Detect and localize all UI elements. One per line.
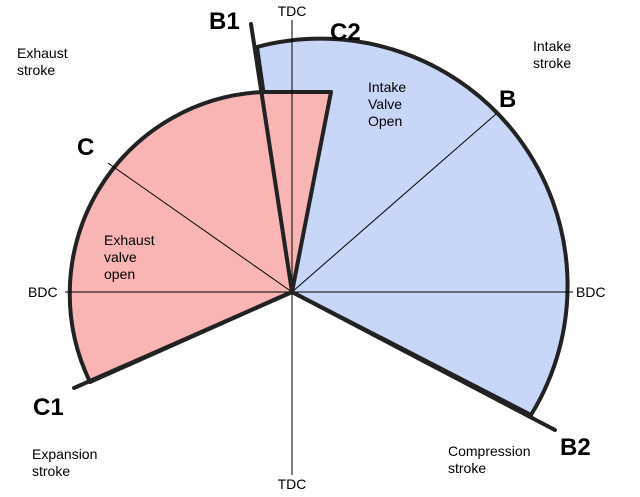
axis-lines <box>65 20 573 475</box>
c1-timing-line <box>72 290 294 390</box>
point-b1-label: B1 <box>209 8 240 35</box>
exhaust-valve-open-sector <box>67 90 333 384</box>
tdc-top-label: TDC <box>278 3 307 19</box>
guide-line-c <box>107 162 293 293</box>
exhaust-stroke-label: Exhaust stroke <box>17 45 71 78</box>
intake-stroke-label: Intake stroke <box>533 38 575 71</box>
point-c2-label: C2 <box>330 19 361 46</box>
bdc-left-label: BDC <box>28 284 58 300</box>
point-c-label: C <box>77 134 94 161</box>
point-b2-label: B2 <box>560 434 591 461</box>
b1-timing-line <box>249 22 294 294</box>
intake-valve-open-sector <box>255 36 570 417</box>
intake-valve-open-label: Intake Valve Open <box>368 79 410 129</box>
point-b-label: B <box>499 86 516 113</box>
compression-stroke-label: Compression stroke <box>448 443 534 476</box>
expansion-stroke-label: Expansion stroke <box>32 446 101 479</box>
bdc-right-label: BDC <box>576 284 606 300</box>
guide-line-b <box>291 113 497 293</box>
b2-timing-line <box>290 290 557 432</box>
tdc-bottom-label: TDC <box>278 476 307 492</box>
exhaust-valve-open-label: Exhaust valve open <box>104 232 158 282</box>
timing-lines <box>72 22 557 432</box>
point-c1-label: C1 <box>33 394 64 421</box>
